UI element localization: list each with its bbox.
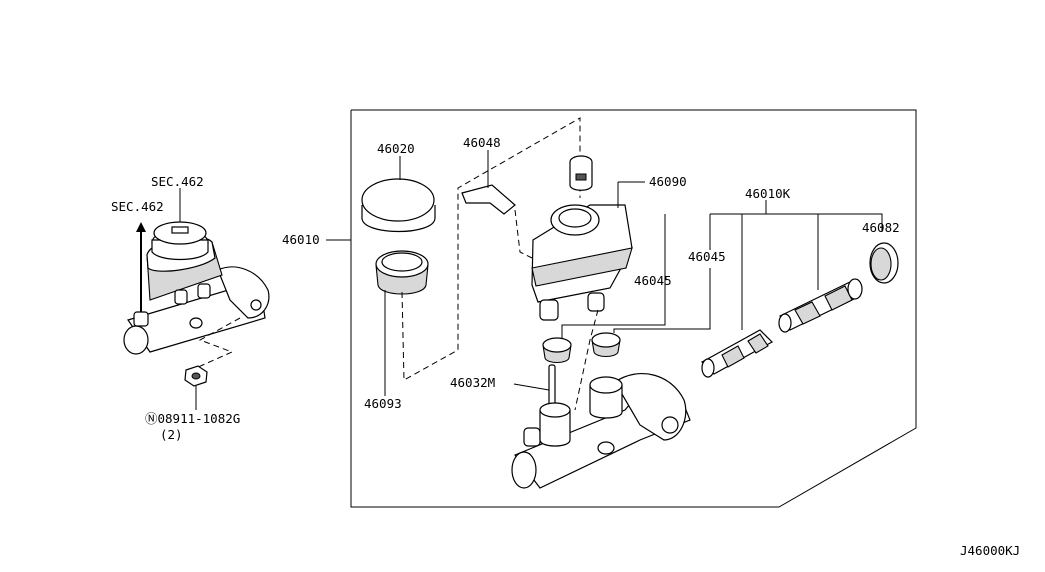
grommet-b xyxy=(591,332,621,358)
label-46082: 46082 xyxy=(862,220,900,235)
label-46045-right: 46045 xyxy=(688,249,726,264)
piston-seal xyxy=(869,242,899,284)
retaining-pin xyxy=(513,364,556,411)
tank-dashed-lead xyxy=(574,309,599,411)
clip-dashed-lead xyxy=(514,209,533,259)
diagram-reference-code: J46000KJ xyxy=(960,543,1020,558)
label-46010: 46010 xyxy=(282,232,320,247)
strainer xyxy=(569,155,593,191)
label-46032m: 46032M xyxy=(450,375,495,390)
label-sec462-arrow: SEC.462 xyxy=(111,199,164,214)
label-46090: 46090 xyxy=(649,174,687,189)
seal-dashed-lead xyxy=(401,117,581,381)
label-46048: 46048 xyxy=(463,135,501,150)
left-assembly xyxy=(123,188,270,410)
label-nut: Ⓝ08911-1082G xyxy=(145,411,240,426)
reservoir-clip xyxy=(461,150,516,215)
reservoir-seal xyxy=(375,250,429,396)
label-46010k: 46010K xyxy=(745,186,791,201)
label-46093: 46093 xyxy=(364,396,402,411)
label-46045-left: 46045 xyxy=(634,273,672,288)
label-46020: 46020 xyxy=(377,141,415,156)
label-sec462-top: SEC.462 xyxy=(151,174,204,189)
detail-frame xyxy=(350,109,917,508)
master-cylinder-body xyxy=(511,373,691,489)
grommet-a xyxy=(542,337,572,364)
up-arrow-icon xyxy=(136,222,146,312)
reservoir-cap xyxy=(361,156,436,232)
label-nut-qty: (2) xyxy=(160,427,183,442)
piston-kit xyxy=(664,200,883,378)
nut-icon xyxy=(184,365,208,387)
reservoir-tank xyxy=(531,181,645,321)
